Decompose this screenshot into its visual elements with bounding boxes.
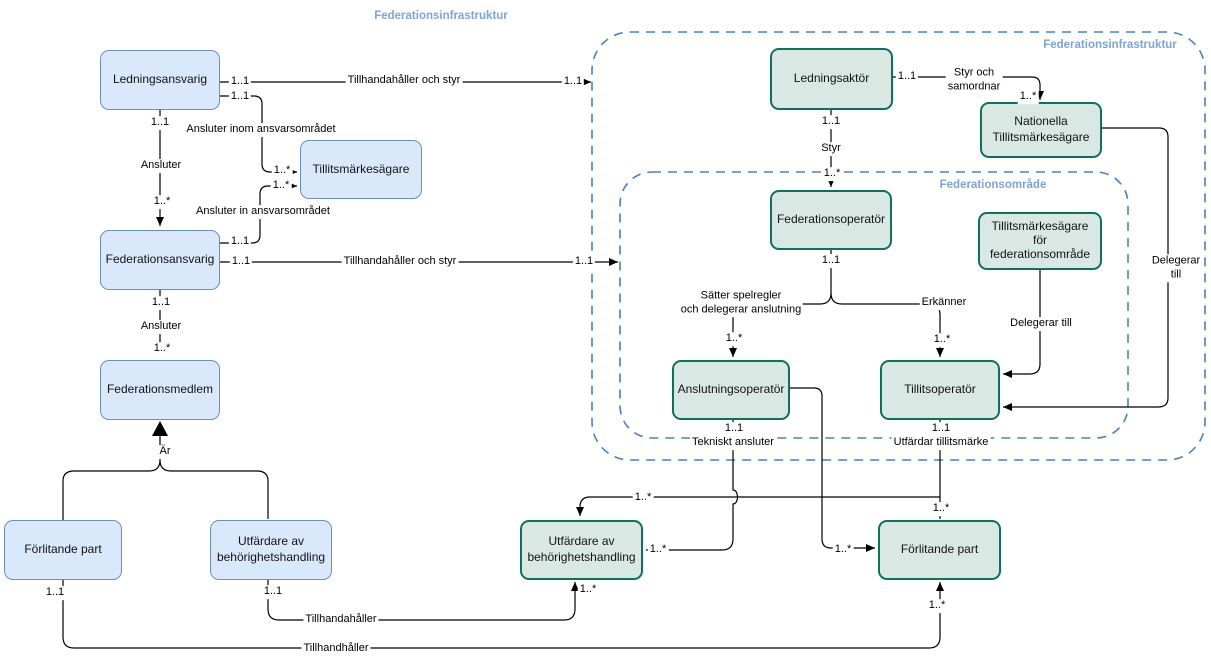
node-federationsoperator[interactable]: Federationsoperatör [770,190,892,250]
node-label: Federationsmedlem [106,382,214,397]
edge-label-styr-och-samordnar: Styr och samordnar [945,66,1003,94]
node-label: Ledningsaktör [793,71,870,86]
node-label: Anslutningsoperatör [677,382,785,397]
multiplicity: 1..1 [929,422,953,436]
multiplicity: 1..1 [895,70,919,84]
node-label: Tillitsmärkesägare [312,161,410,176]
left-group-title: Federationsinfrastruktur [374,10,508,22]
multiplicity: 1..1 [228,90,252,104]
node-nationella-tillitsmarkesagare[interactable]: Nationella Tillitsmärkesägare [980,102,1102,158]
node-ledningsansvarig[interactable]: Ledningsansvarig [100,50,220,110]
multiplicity: 1..* [1017,90,1039,104]
node-label: Utfärdare av behörighetshandling [216,534,326,564]
node-label: Ledningsansvarig [112,72,208,87]
edge-label-ansluter: Ansluter [138,320,184,334]
edge-label-ar: Är [157,445,173,459]
multiplicity: 1..1 [722,422,746,436]
multiplicity: 1..1 [43,586,67,600]
multiplicity: 1..* [931,333,953,347]
node-label: Nationella Tillitsmärkesägare [992,114,1090,144]
node-label: Förlitande part [900,542,979,557]
edge-label-delegerar-till: Delegerar till [1008,317,1074,331]
edge-tekniskt-ansluter [646,420,739,554]
node-federationsansvarig[interactable]: Federationsansvarig [100,230,220,290]
edge-label-ansluter-inom: Ansluter inom ansvarsområdet [184,123,338,137]
edge-tillhandhaller [62,580,944,649]
multiplicity: 1..1 [819,254,843,268]
edge-utfardar-tillitsmarke-utfardare [576,496,940,516]
node-utfardare-right[interactable]: Utfärdare av behörighetshandling [520,520,643,580]
node-label: Tillitsmärkesägare för federationsområde [989,219,1091,261]
edge-ar-forlitande [62,436,161,520]
multiplicity: 1..* [832,543,854,557]
node-ledningsaktor[interactable]: Ledningsaktör [770,48,893,110]
node-label: Förlitande part [24,542,102,557]
multiplicity: 1..1 [561,75,585,89]
edge-ar-utfardare [159,459,269,519]
multiplicity: 1..1 [229,255,253,269]
node-label: Utfärdare av behörighetshandling [527,534,636,564]
edge-label-utfardar-tillitsmarke: Utfärdar tillitsmärke [891,436,991,450]
node-utfardare-left[interactable]: Utfärdare av behörighetshandling [210,520,332,580]
multiplicity: 1..* [647,543,669,557]
edge-label-tekniskt-ansluter: Tekniskt ansluter [690,436,776,450]
multiplicity: 1..1 [228,235,252,249]
edge-label-tillhandhaller: Tillhandhåller [301,642,371,656]
multiplicity: 1..* [723,332,745,346]
inner-group-label: Federationsområde [939,179,1047,191]
multiplicity: 1..1 [572,255,596,269]
multiplicity: 1..* [151,195,173,209]
edge-label-satter-spelregler: Sätter spelregler och delegerar anslutni… [678,289,804,317]
multiplicity: 1..* [271,164,293,178]
ar-arrowhead [152,421,168,436]
node-label: Tillitsoperatör [904,382,976,397]
node-federationsmedlem[interactable]: Federationsmedlem [100,360,220,420]
edge-tillhandahaller [267,580,579,621]
multiplicity: 1..* [632,491,654,505]
multiplicity: 1..1 [148,116,172,130]
edge-label-tillhandahaller-och-styr: Tillhandahåller och styr [345,74,463,88]
multiplicity: 1..* [926,599,948,613]
outer-federationsinfrastruktur-boundary [591,31,1206,461]
outer-group-label: Federationsinfrastruktur [1043,39,1177,51]
edge-label-erkanner: Erkänner [919,296,969,310]
multiplicity: 1..* [930,502,952,516]
node-anslutningsoperator[interactable]: Anslutningsoperatör [672,360,790,420]
node-tillitsmarkesagare-federationsomrade[interactable]: Tillitsmärkesägare för federationsområde [978,212,1102,270]
multiplicity: 1..1 [819,115,843,129]
node-tillitsoperator[interactable]: Tillitsoperatör [880,360,1000,420]
edge-label-ansluter-in: Ansluter in ansvarsområdet [194,205,332,219]
edge-label-tillhandahaller: Tillhandahåller [303,613,379,627]
edge-styr-och-samordnar [893,76,1044,100]
multiplicity: 1..* [821,167,843,181]
edge-delegerar-till-inner [1003,270,1041,378]
edge-label-delegerar-till: Delegerar till [1149,254,1203,282]
multiplicity: 1..* [577,583,599,597]
edge-anslutningsoperator-forlitande [790,387,875,552]
node-label: Federationsansvarig [105,252,215,267]
edge-label-ansluter: Ansluter [138,159,184,173]
multiplicity: 1..1 [261,585,285,599]
multiplicity: 1..1 [149,296,173,310]
node-forlitande-part-left[interactable]: Förlitande part [4,520,122,580]
node-label: Federationsoperatör [776,212,886,227]
node-tillitsmarkesagare[interactable]: Tillitsmärkesägare [300,140,422,199]
edge-label-styr: Styr [819,142,843,156]
inner-federationsomrade-boundary [619,171,1129,439]
multiplicity: 1..* [270,179,292,193]
node-forlitande-part-right[interactable]: Förlitande part [878,520,1001,580]
multiplicity: 1..1 [228,75,252,89]
multiplicity: 1..* [151,342,173,356]
edge-label-tillhandahaller-och-styr: Tillhandahåller och styr [341,255,459,269]
